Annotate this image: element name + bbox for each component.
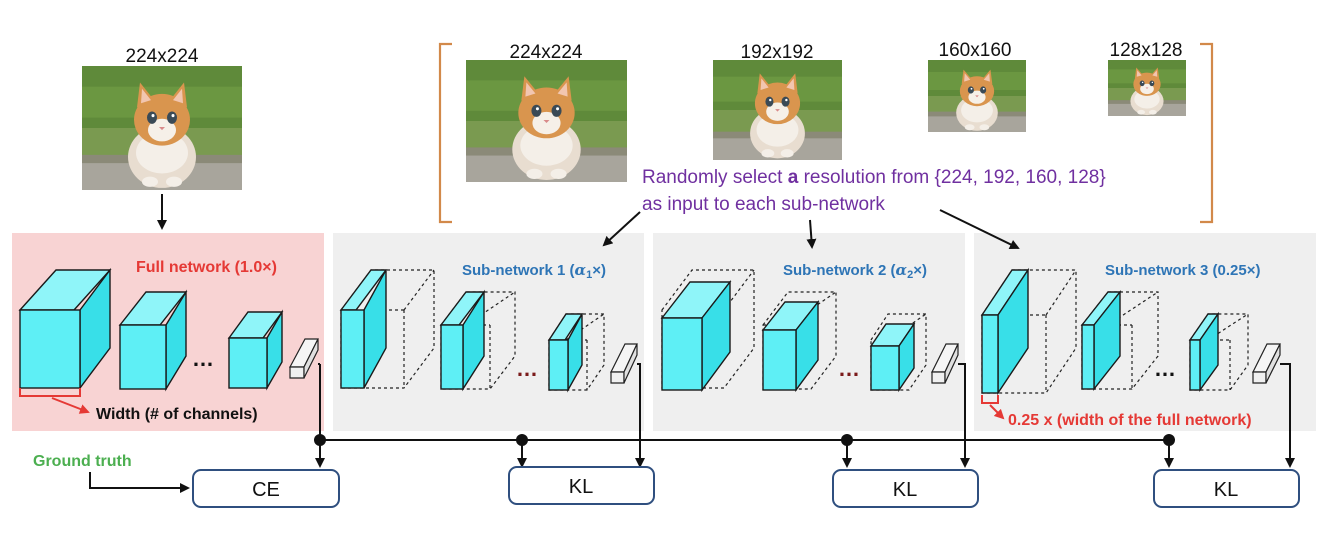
ellipsis: … (516, 356, 538, 381)
candidate-image-128 (1108, 60, 1186, 116)
sub3-output-wire (1280, 363, 1295, 468)
sub1-output-wire (635, 363, 645, 468)
classifier-layer (1252, 343, 1281, 384)
width-note: Width (# of channels) (96, 406, 258, 423)
random-select-line-1: Randomly select a resolution from {224, … (642, 167, 1106, 188)
layer-cube (761, 299, 820, 393)
candidate-image-192 (713, 60, 842, 160)
candidate-size-label-128: 128x128 (1110, 40, 1183, 61)
layer-cube (18, 267, 112, 391)
candidate-size-label-160: 160x160 (939, 40, 1012, 61)
layer-cube (869, 321, 916, 393)
sub-network-3-panel (974, 233, 1316, 431)
kl-loss-box-2: KL (832, 469, 979, 508)
full-network-layers: … (18, 267, 319, 392)
sub-network-3-layers: … (980, 267, 1281, 396)
sub-network-2-title: Sub-network 2 (α2×) (783, 261, 927, 281)
kl-loss-label-3: KL (1214, 479, 1238, 501)
annotation-to-sub1-arrow (602, 211, 641, 247)
sub-network-2-layers: … (660, 269, 959, 393)
ground-truth-label: Ground truth (33, 453, 132, 470)
classifier-layer (931, 343, 959, 384)
kl-loss-label-2: KL (893, 479, 917, 501)
sub-network-1-layers: … (339, 269, 638, 393)
right-bracket (1200, 42, 1214, 224)
full-input-size-label: 224x224 (126, 46, 199, 67)
ellipsis: … (838, 356, 860, 381)
kl-loss-box-3: KL (1153, 469, 1300, 508)
ellipsis: … (1154, 356, 1176, 381)
sub-network-3-title: Sub-network 3 (0.25×) (1105, 262, 1260, 279)
layer-cube (1188, 311, 1220, 393)
layer-cube (660, 279, 732, 393)
quarter-width-arrow (989, 404, 1005, 420)
width-bracket (19, 388, 81, 397)
layer-cube (339, 269, 388, 389)
kl-loss-label-1: KL (569, 476, 593, 498)
layer-cube (547, 313, 584, 393)
sub-network-1-title: Sub-network 1 (α1×) (462, 261, 606, 281)
ellipsis: … (192, 346, 214, 371)
width-arrow (51, 397, 90, 414)
annotation-to-sub2-arrow (806, 219, 817, 249)
classifier-layer (610, 343, 638, 384)
junction-dot (314, 434, 326, 446)
annotation-to-sub3-arrow (939, 209, 1020, 249)
layer-cube (227, 309, 284, 391)
layer-cube (118, 289, 188, 392)
candidate-image-224 (466, 60, 627, 182)
random-select-line-2: as input to each sub-network (642, 194, 885, 215)
layer-cube (1080, 289, 1122, 392)
candidate-size-label-192: 192x192 (741, 42, 814, 63)
candidate-size-label-224: 224x224 (510, 42, 583, 63)
full-input-image (82, 66, 242, 190)
sub2-output-wire (958, 363, 970, 468)
layer-cube (980, 267, 1030, 396)
quarter-width-bracket (981, 395, 999, 404)
candidate-image-160 (928, 60, 1026, 132)
ce-loss-box: CE (192, 469, 340, 508)
layer-cube (439, 289, 486, 392)
ce-loss-label: CE (252, 479, 280, 501)
full-network-title: Full network (1.0×) (136, 259, 277, 276)
kl-loss-box-1: KL (508, 466, 655, 505)
left-bracket (438, 42, 452, 224)
ground-truth-arrow (89, 472, 190, 493)
classifier-layer (288, 338, 319, 379)
quarter-width-note: 0.25 x (width of the full network) (1008, 412, 1252, 429)
